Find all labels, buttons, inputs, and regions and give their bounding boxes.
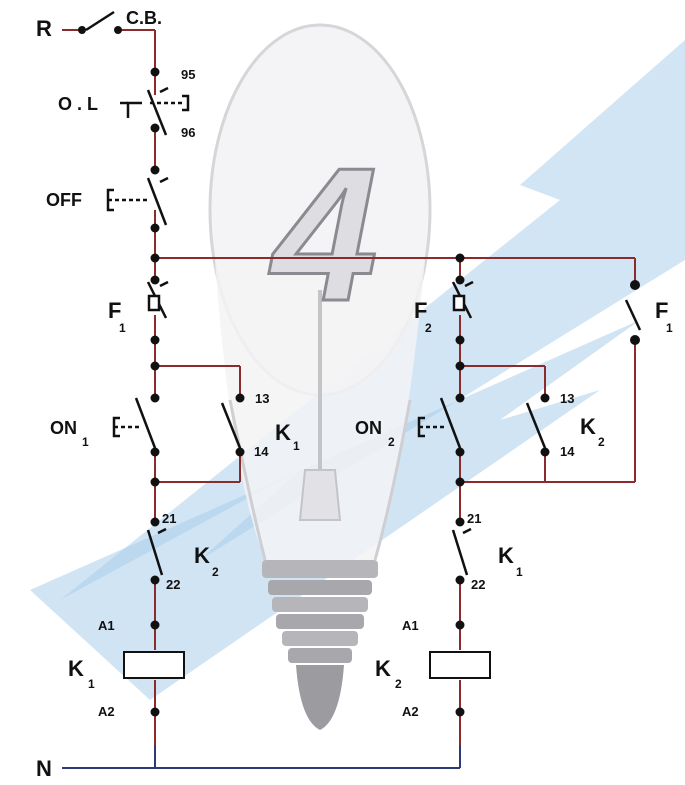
k2-hold-sub: 2 xyxy=(598,435,605,449)
digit-text: 4 xyxy=(268,129,378,341)
line-terminal-label: R xyxy=(36,16,52,41)
k2-interlock-pin-21: 21 xyxy=(162,511,176,526)
k1-interlock-pin-21: 21 xyxy=(467,511,481,526)
k2-coil-a1: A1 xyxy=(402,618,419,633)
right-limit-label: F xyxy=(414,298,427,323)
neutral-wire xyxy=(62,745,461,769)
bypass-sub: 1 xyxy=(666,321,673,335)
k1-hold-pin-13: 13 xyxy=(255,391,269,406)
k1-hold-pin-14: 14 xyxy=(254,444,269,459)
overload-pin-96: 96 xyxy=(181,125,195,140)
light-bulb-watermark xyxy=(208,23,432,730)
k2-interlock-label: K xyxy=(194,543,210,568)
k2-hold-label: K xyxy=(580,414,596,439)
overload-label: O . L xyxy=(58,94,98,114)
coils xyxy=(123,651,491,679)
k1-coil-a2: A2 xyxy=(98,704,115,719)
k2-hold-pin-14: 14 xyxy=(560,444,575,459)
left-limit-sub: 1 xyxy=(119,321,126,335)
left-limit-label: F xyxy=(108,298,121,323)
k2-coil-label: K xyxy=(375,656,391,681)
k2-interlock-pin-22: 22 xyxy=(166,577,180,592)
off-contact xyxy=(146,177,168,226)
k2-coil-sub: 2 xyxy=(395,677,402,691)
watermark-digit: 4 xyxy=(267,128,380,343)
on2-sub: 2 xyxy=(388,435,395,449)
k2-coil-a2: A2 xyxy=(402,704,419,719)
k1-hold-label: K xyxy=(275,420,291,445)
labels: R C.B. 95 O . L 96 OFF F 1 ON 1 13 14 K … xyxy=(36,8,673,781)
overload-pin-95: 95 xyxy=(181,67,195,82)
neutral-terminal-label: N xyxy=(36,756,52,780)
k1-interlock-label: K xyxy=(498,543,514,568)
k1-hold-sub: 1 xyxy=(293,439,300,453)
on1-sub: 1 xyxy=(82,435,89,449)
k2-hold-pin-13: 13 xyxy=(560,391,574,406)
on1-label: ON xyxy=(50,418,77,438)
k1-coil-sub: 1 xyxy=(88,677,95,691)
k1-coil-a1: A1 xyxy=(98,618,115,633)
bypass-label: F xyxy=(655,298,668,323)
terminals xyxy=(78,26,640,717)
k1-interlock-sub: 1 xyxy=(516,565,523,579)
coil-k2-box xyxy=(429,651,491,679)
k1-interlock-pin-22: 22 xyxy=(471,577,485,592)
on2-label: ON xyxy=(355,418,382,438)
off-button-label: OFF xyxy=(46,190,82,210)
overload-contact xyxy=(146,89,168,136)
breaker-label: C.B. xyxy=(126,8,162,28)
k1-coil-label: K xyxy=(68,656,84,681)
k2-interlock-sub: 2 xyxy=(212,565,219,579)
coil-k1-box xyxy=(123,651,185,679)
right-limit-sub: 2 xyxy=(425,321,432,335)
button-actuators xyxy=(106,94,466,438)
breaker-blade xyxy=(85,10,115,32)
